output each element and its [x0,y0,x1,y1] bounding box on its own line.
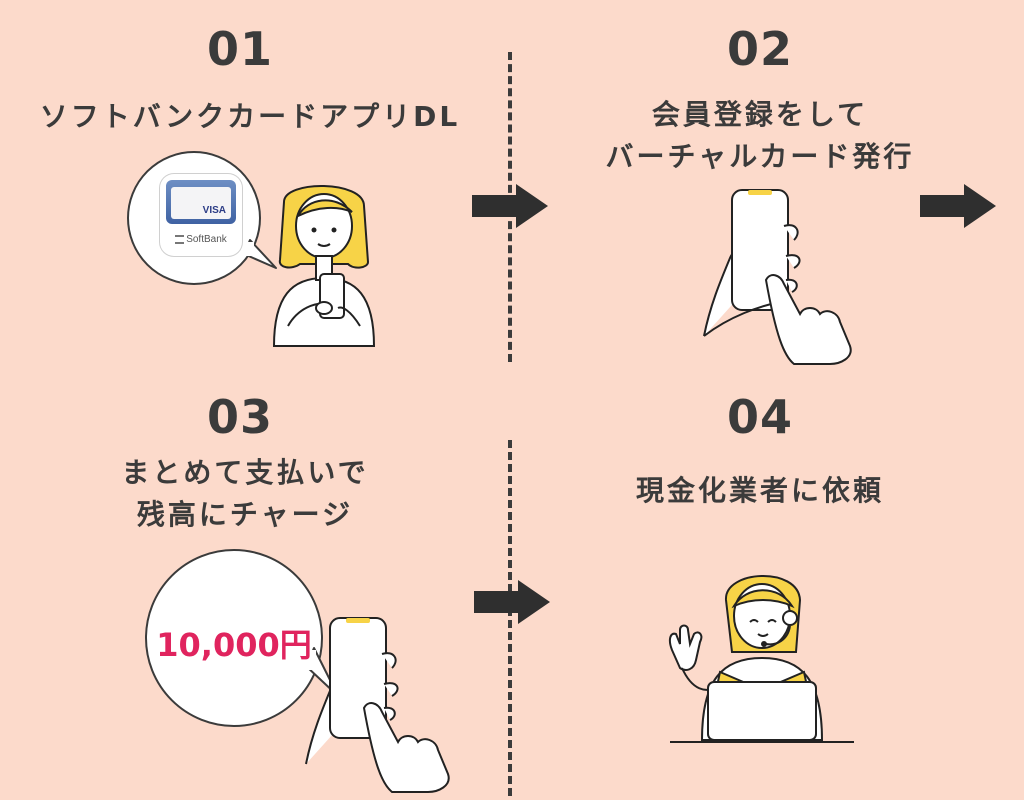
step-03-number: 03 [206,390,273,444]
woman-with-phone-icon [272,185,376,347]
step-02-number: 02 [726,22,793,76]
step-02-label: 会員登録をして バーチャルカード発行 [530,94,990,178]
step-02-label-line: 会員登録をして [651,98,869,131]
step-02-label-line: バーチャルカード発行 [605,140,915,173]
hand-holding-phone-icon [703,189,852,365]
softbank-logo: SoftBank [164,234,238,245]
hand-holding-phone-icon [305,617,450,793]
card-graphic: VISA [166,180,236,224]
arrow-right-icon [920,184,996,228]
operator-with-headset-icon [668,575,854,743]
charge-amount: 10,000円 [156,626,312,664]
step-03-label-line: 残高にチャージ [136,498,354,531]
arrow-right-icon [472,184,548,228]
card-brand-label: VISA [202,205,226,216]
step-01-number: 01 [206,22,273,76]
step-01-label: ソフトバンクカードアプリDL [10,96,490,138]
softbank-card-app-icon: VISA SoftBank [160,174,242,256]
step-04-number: 04 [726,390,793,444]
step-03-label-line: まとめて支払いで [121,456,369,489]
step-04-label-line: 現金化業者に依頼 [635,474,884,507]
arrow-right-icon [474,580,550,624]
step-04-label: 現金化業者に依頼 [530,470,990,512]
step-03-label: まとめて支払いで 残高にチャージ [10,452,480,536]
step-01-label-line: ソフトバンクカードアプリDL [39,100,461,133]
vertical-divider-bottom [508,440,512,796]
